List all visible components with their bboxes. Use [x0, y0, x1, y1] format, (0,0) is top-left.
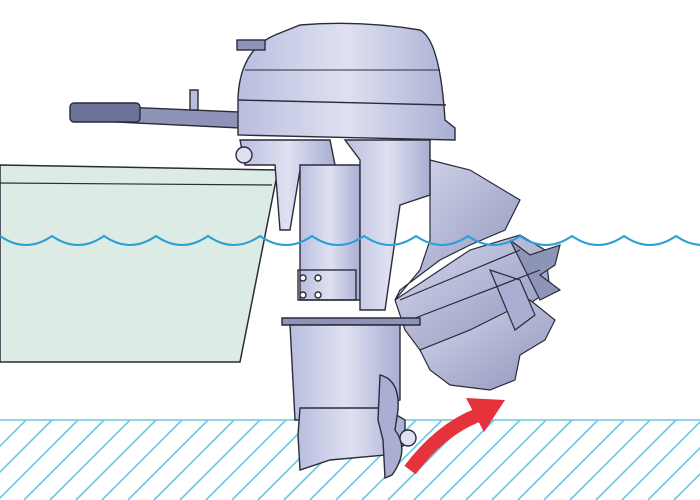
- hatch-line: [179, 420, 261, 500]
- hatch-line: [621, 420, 700, 500]
- hatch-line: [127, 420, 209, 500]
- hatch-line: [543, 420, 625, 500]
- hatch-line: [0, 420, 79, 500]
- hatch-line: [361, 420, 443, 500]
- hatch-line: [413, 420, 495, 500]
- tilted-motor-ghost: [394, 159, 562, 391]
- hatch-line: [439, 420, 521, 500]
- hatch-line: [23, 420, 105, 500]
- hatch-line: [569, 420, 651, 500]
- hull-rim: [0, 182, 273, 186]
- engine-cowling: [237, 22, 456, 141]
- hatch-line: [0, 420, 27, 448]
- hatch-line: [205, 420, 287, 500]
- hatch-line: [153, 420, 235, 500]
- hatch-line: [101, 420, 183, 500]
- water-surface: [0, 234, 700, 246]
- hatch-line: [517, 420, 599, 500]
- hatch-line: [491, 420, 573, 500]
- tilt-up-arrow: [404, 398, 505, 475]
- hatch-line: [647, 446, 700, 500]
- hatch-line: [673, 472, 700, 500]
- hatch-line: [75, 420, 157, 500]
- boat-hull: [0, 164, 279, 363]
- propeller: [377, 374, 403, 480]
- hatch-line: [0, 420, 53, 474]
- outboard-motor: [69, 22, 456, 480]
- hatch-line: [49, 420, 131, 500]
- hatch-line: [465, 420, 547, 500]
- hatch-line: [595, 420, 677, 500]
